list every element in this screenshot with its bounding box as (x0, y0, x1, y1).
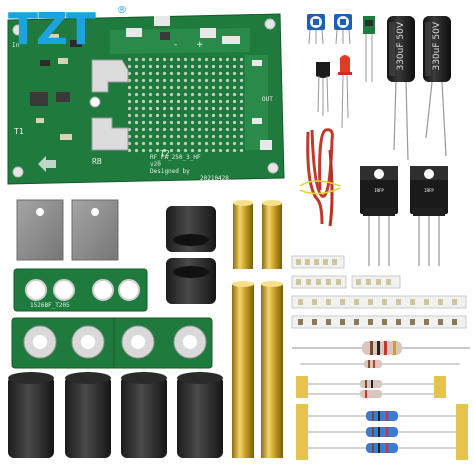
pcb-t2-label: T2 (160, 149, 170, 158)
small-resistor-1 (300, 360, 460, 368)
transistor-board-label: 1526BF_T205 (30, 302, 70, 309)
mosfet-2-code: IRFP (424, 188, 434, 193)
thermal-pad-1 (16, 199, 64, 261)
smd-strip-4 (291, 295, 467, 309)
svg-text:-: - (174, 40, 177, 50)
svg-text:+: + (196, 40, 204, 50)
pcb-model-label: RF_PA_250_3_HF (150, 154, 201, 161)
electrolytic-capacitor-2 (423, 16, 451, 157)
brand-logo-text: TZT (8, 4, 96, 55)
transistor-pad-top (89, 59, 129, 108)
ferrite-core-small-2 (166, 258, 216, 304)
red-led (338, 55, 352, 129)
pcb-out-label: OUT (262, 96, 273, 103)
brass-tube-short-1 (233, 200, 253, 269)
ferrite-core-small-1 (166, 206, 216, 252)
brass-tube-short-2 (262, 200, 282, 269)
smd-strip-2 (291, 275, 347, 289)
to92-transistor (316, 62, 330, 116)
trimmer-potentiometer-2 (334, 14, 352, 45)
tape-resistor-1 (296, 376, 446, 398)
power-mosfet-1 (360, 166, 398, 266)
thermal-pad-2 (71, 199, 119, 261)
washer-board (11, 317, 213, 369)
power-wire-bundle (299, 128, 341, 227)
smd-strip-1 (291, 255, 345, 269)
registered-mark: ® (117, 5, 127, 16)
pcb-version-label: v20 (150, 161, 161, 168)
tape-resistor-blue (296, 404, 468, 460)
ferrite-core-large-1 (8, 372, 54, 458)
capacitor-2-label: 330uF 50V (432, 22, 442, 71)
pcb-in-label: In (12, 42, 20, 49)
smd-strip-5 (291, 315, 467, 329)
small-module-board (363, 16, 375, 82)
brass-tube-long-2 (261, 281, 283, 458)
pcb-designed-by-label: Designed by (150, 168, 190, 175)
ferrite-core-large-4 (177, 372, 223, 458)
trimmer-potentiometer-1 (307, 14, 325, 45)
transistor-pad-bottom (91, 117, 129, 151)
smd-strip-3 (351, 275, 401, 289)
brass-tube-long-1 (232, 281, 254, 458)
pcb-t1-label: T1 (14, 127, 24, 136)
transistor-board (13, 268, 148, 312)
power-mosfet-2 (410, 166, 448, 266)
ferrite-core-large-3 (121, 372, 167, 458)
mosfet-1-code: IRFP (374, 188, 384, 193)
electrolytic-capacitor-1 (387, 16, 415, 161)
ferrite-core-large-2 (65, 372, 111, 458)
capacitor-1-label: 330uF 50V (396, 22, 406, 71)
brand-logo: TZT ® (4, 4, 127, 56)
pcb-rb-label: RB (92, 157, 102, 166)
main-pcb: + - (7, 13, 285, 185)
pcb-date-label: 20210428 (200, 175, 229, 182)
power-resistor (292, 341, 470, 355)
